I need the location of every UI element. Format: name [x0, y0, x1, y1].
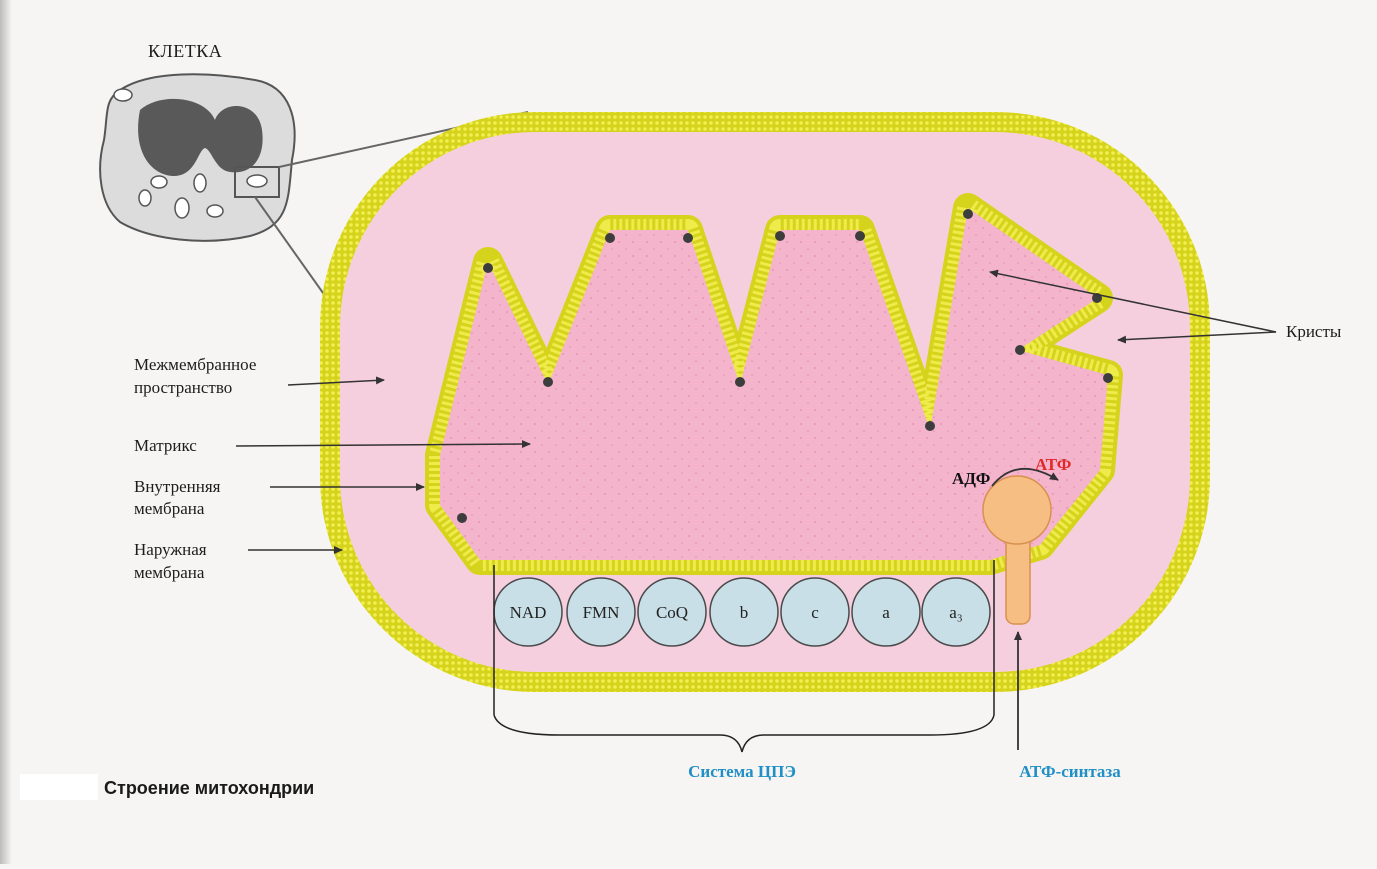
- etc-carrier: a: [852, 578, 920, 646]
- etc-carrier-label: a₃: [949, 603, 963, 622]
- outer-membrane-label-line2: мембрана: [134, 563, 205, 582]
- etc-carrier-label: a: [882, 603, 890, 622]
- zoom-line-bottom: [255, 197, 328, 300]
- etc-carrier-label: FMN: [583, 603, 620, 622]
- etc-carrier: CoQ: [638, 578, 706, 646]
- etc-carrier-label: b: [740, 603, 749, 622]
- cell-title: КЛЕТКА: [148, 41, 222, 61]
- adp-label: АДФ: [952, 469, 990, 488]
- etc-brace: [494, 715, 994, 752]
- etc-carrier: b: [710, 578, 778, 646]
- etc-carrier: c: [781, 578, 849, 646]
- intermembrane-label-line2: пространство: [134, 378, 232, 397]
- etc-carrier: FMN: [567, 578, 635, 646]
- etc-carrier: NAD: [494, 578, 562, 646]
- atp-synthase-head: [983, 476, 1051, 544]
- cristae-label: Кристы: [1286, 322, 1342, 341]
- inner-membrane-label-line1: Внутренняя: [134, 477, 221, 496]
- etc-carrier: a₃: [922, 578, 990, 646]
- atp-label: АТФ: [1035, 455, 1071, 474]
- matrix-label: Матрикс: [134, 436, 197, 455]
- etc-carrier-label: c: [811, 603, 819, 622]
- caption-text: Строение митохондрии: [104, 778, 314, 798]
- figure-caption: Строение митохондрии: [20, 774, 314, 800]
- page-binding-shadow: [0, 0, 12, 864]
- intermembrane-label-line1: Межмембранное: [134, 355, 256, 374]
- atp-synthase-label: АТФ-синтаза: [1019, 762, 1121, 781]
- etc-carrier-label: CoQ: [656, 603, 688, 622]
- etc-system-label: Система ЦПЭ: [688, 762, 796, 781]
- etc-carrier-label: NAD: [510, 603, 547, 622]
- outer-membrane-label-line1: Наружная: [134, 540, 207, 559]
- inner-membrane-label-line2: мембрана: [134, 499, 205, 518]
- caption-number-box: [20, 774, 98, 800]
